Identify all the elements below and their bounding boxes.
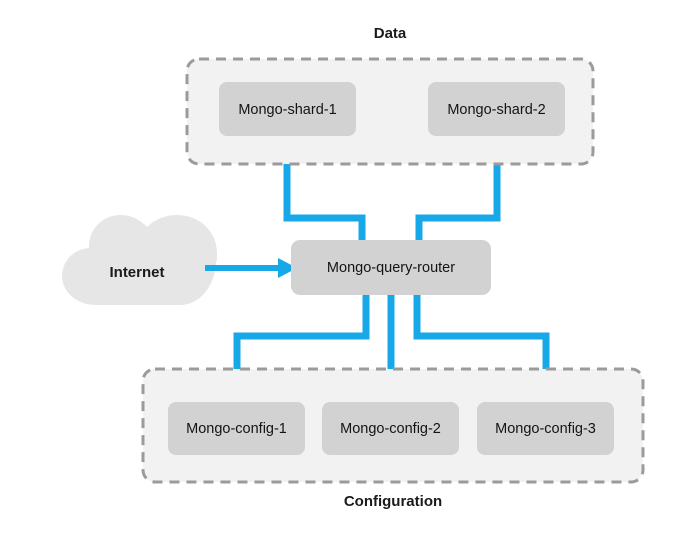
node-mongo-query-router-label: Mongo-query-router — [327, 260, 455, 276]
node-mongo-shard-2[interactable]: Mongo-shard-2 — [428, 82, 565, 136]
group-data-label: Data — [374, 25, 407, 42]
group-data: Data Mongo-shard-1 Mongo-shard-2 — [185, 25, 595, 166]
node-mongo-config-1-box[interactable] — [168, 402, 305, 455]
connector-internet-to-router — [205, 258, 297, 278]
node-mongo-config-2[interactable]: Mongo-config-2 — [322, 402, 459, 455]
node-mongo-query-router[interactable]: Mongo-query-router — [291, 240, 491, 295]
node-mongo-shard-2-label: Mongo-shard-2 — [447, 102, 545, 118]
node-mongo-config-1[interactable]: Mongo-config-1 — [168, 402, 305, 455]
node-mongo-config-3-box[interactable] — [477, 402, 614, 455]
arrow-head-icon — [278, 258, 297, 278]
connector-shard1-to-router — [283, 132, 366, 243]
cloud-internet-shape[interactable] — [62, 215, 217, 305]
group-configuration-label: Configuration — [344, 493, 442, 510]
node-mongo-shard-1-label: Mongo-shard-1 — [238, 102, 336, 118]
node-mongo-config-3-label: Mongo-config-3 — [495, 421, 596, 437]
connector-shard2-to-router — [415, 132, 501, 243]
connector-group — [233, 132, 550, 408]
node-mongo-shard-1-box[interactable] — [219, 82, 356, 136]
node-mongo-config-2-box[interactable] — [322, 402, 459, 455]
node-mongo-query-router-box[interactable] — [291, 240, 491, 295]
cloud-internet-label: Internet — [109, 264, 164, 281]
node-mongo-config-1-label: Mongo-config-1 — [186, 421, 287, 437]
cloud-internet[interactable]: Internet — [62, 215, 217, 305]
node-mongo-shard-1[interactable]: Mongo-shard-1 — [219, 82, 356, 136]
node-mongo-shard-2-box[interactable] — [428, 82, 565, 136]
group-configuration: Mongo-config-1 Mongo-config-2 Mongo-conf… — [141, 367, 645, 510]
node-mongo-config-3[interactable]: Mongo-config-3 — [477, 402, 614, 455]
node-mongo-config-2-label: Mongo-config-2 — [340, 421, 441, 437]
